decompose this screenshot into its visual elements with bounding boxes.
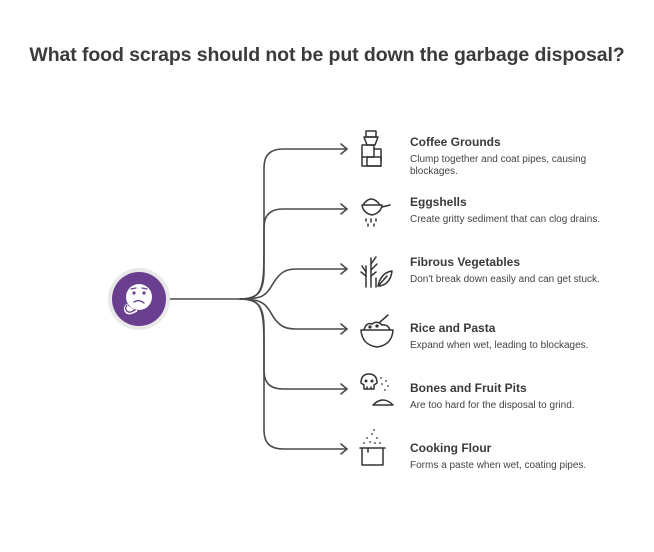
arrowhead-1 <box>340 143 348 155</box>
connector-eggshells <box>239 208 348 300</box>
item-coffee-grounds: Coffee Grounds Clump together and coat p… <box>410 135 620 178</box>
item-bones-and-fruit-pits: Bones and Fruit Pits Are too hard for th… <box>410 381 620 412</box>
item-description: Expand when wet, leading to blockages. <box>410 340 589 351</box>
item-fibrous-vegetables: Fibrous Vegetables Don't break down easi… <box>410 255 620 286</box>
item-title: Fibrous Vegetables <box>410 255 521 269</box>
arrowhead-4 <box>340 323 348 335</box>
skull-and-pile-icon <box>360 373 394 406</box>
connector-lines <box>169 148 348 450</box>
hub-node <box>108 268 170 330</box>
connector-coffee-grounds <box>169 148 348 300</box>
item-eggshells: Eggshells Create gritty sediment that ca… <box>410 195 620 226</box>
connector-cooking-flour <box>239 298 348 450</box>
item-title: Eggshells <box>410 195 467 209</box>
connector-rice-and-pasta <box>239 298 348 330</box>
arrowhead-5 <box>340 383 348 395</box>
arrowhead-6 <box>340 443 348 455</box>
item-title: Cooking Flour <box>410 441 492 455</box>
confused-thinking-face-icon <box>123 284 152 315</box>
vegetables-leaf-icon <box>360 256 393 288</box>
flour-cup-icon <box>359 429 386 466</box>
item-description: Create gritty sediment that can clog dra… <box>410 214 601 225</box>
item-rice-and-pasta: Rice and Pasta Expand when wet, leading … <box>410 321 620 352</box>
item-description: Are too hard for the disposal to grind. <box>410 400 575 411</box>
connector-fibrous-vegetables <box>239 268 348 300</box>
coffee-grinder-icon <box>361 130 382 167</box>
item-description: Clump together and coat pipes, causing b… <box>410 154 587 177</box>
item-title: Rice and Pasta <box>410 321 496 335</box>
connector-bones-and-fruit-pits <box>239 298 348 390</box>
item-title: Bones and Fruit Pits <box>410 381 527 395</box>
item-title: Coffee Grounds <box>410 135 501 149</box>
bowl-of-rice-icon <box>360 314 394 348</box>
arrowheads <box>340 143 348 455</box>
page-title: What food scraps should not be put down … <box>29 44 625 66</box>
item-cooking-flour: Cooking Flour Forms a paste when wet, co… <box>410 441 620 472</box>
arrowhead-2 <box>340 203 348 215</box>
item-description: Don't break down easily and can get stuc… <box>410 274 600 285</box>
arrowhead-3 <box>340 263 348 275</box>
item-description: Forms a paste when wet, coating pipes. <box>410 460 587 471</box>
cracked-egg-strainer-icon <box>361 198 391 227</box>
